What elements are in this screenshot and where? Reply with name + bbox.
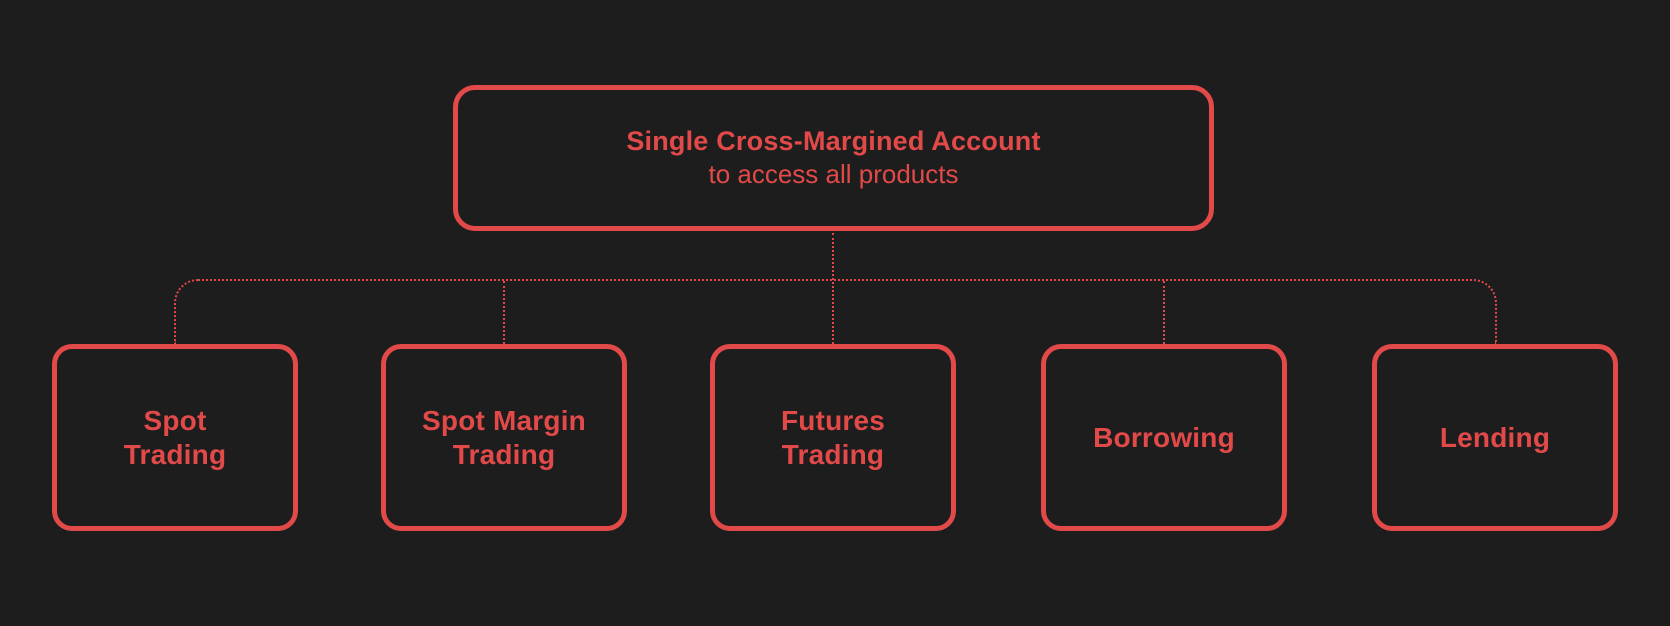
connector-stub-borrowing bbox=[1163, 281, 1165, 344]
root-node-single-cross-margined-account: Single Cross-Margined Account to access … bbox=[453, 85, 1214, 231]
node-spot-trading-label: Spot Trading bbox=[123, 404, 227, 470]
node-futures-trading-label: Futures Trading bbox=[780, 404, 886, 470]
connector-root-drop-line bbox=[832, 233, 834, 344]
root-node-subtitle: to access all products bbox=[708, 159, 959, 189]
node-borrowing-label: Borrowing bbox=[1093, 421, 1235, 453]
node-spot-margin-trading-label: Spot Margin Trading bbox=[422, 404, 586, 470]
node-futures-trading: Futures Trading bbox=[710, 344, 956, 531]
connector-branch-rail bbox=[174, 279, 1497, 344]
node-borrowing: Borrowing bbox=[1041, 344, 1287, 531]
node-spot-margin-trading: Spot Margin Trading bbox=[381, 344, 627, 531]
root-node-title: Single Cross-Margined Account bbox=[626, 126, 1041, 156]
node-lending-label: Lending bbox=[1439, 421, 1551, 453]
node-lending: Lending bbox=[1372, 344, 1618, 531]
connector-stub-spot-margin-trading bbox=[503, 281, 505, 344]
node-spot-trading: Spot Trading bbox=[52, 344, 298, 531]
